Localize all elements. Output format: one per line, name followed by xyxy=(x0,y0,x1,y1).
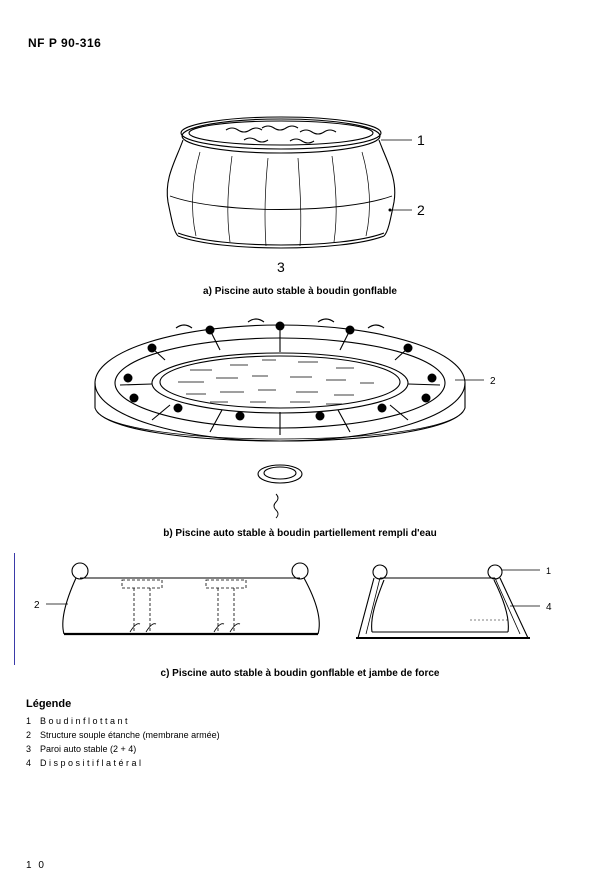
legend-item-text: B o u d i n f l o t t a n t xyxy=(40,716,128,726)
figure-a-callout-3: 3 xyxy=(277,259,285,275)
legend-item-number: 4 xyxy=(26,758,32,768)
figure-a-callout-1: 1 xyxy=(417,132,425,148)
figure-b-ring-attachment-points xyxy=(123,321,437,421)
legend-item-number: 1 xyxy=(26,716,32,726)
legend-title: Légende xyxy=(26,698,72,710)
legend-item: 1 B o u d i n f l o t t a n t xyxy=(26,714,426,728)
revision-margin-bar xyxy=(14,553,15,665)
legend-item: 2 Structure souple étanche (membrane armé… xyxy=(26,728,426,742)
figure-a-inflatable-pool xyxy=(166,116,412,249)
figure-c-callout-1: 1 xyxy=(546,566,551,576)
figure-a-callout-2: 2 xyxy=(417,202,425,218)
figure-c-callout-4: 4 xyxy=(546,602,552,613)
legend-item-text: D i s p o s i t i f l a t é r a l xyxy=(40,758,142,768)
figure-b-callout-2: 2 xyxy=(490,376,496,387)
figure-a-caption: a) Piscine auto stable à boudin gonflabl… xyxy=(203,286,397,297)
page-number: 1 0 xyxy=(26,860,46,871)
document-reference: NF P 90-316 xyxy=(28,36,102,50)
legend-item-text: Structure souple étanche (membrane armée… xyxy=(40,730,220,740)
figure-c-section-right xyxy=(356,564,540,639)
legend-item-number: 2 xyxy=(26,730,32,740)
legend-item-number: 3 xyxy=(26,744,32,754)
legend-item: 3 Paroi auto stable (2 + 4) xyxy=(26,742,426,756)
figure-c-callout-2: 2 xyxy=(34,600,40,611)
figures-drawing: 1 2 3 xyxy=(34,116,552,639)
figure-c-caption: c) Piscine auto stable à boudin gonflabl… xyxy=(160,668,440,679)
figure-c-section-left xyxy=(46,562,320,636)
legend-item-text: Paroi auto stable (2 + 4) xyxy=(40,744,137,754)
legend-item: 4 D i s p o s i t i f l a t é r a l xyxy=(26,756,426,770)
legend: Légende 1 B o u d i n f l o t t a n t 2 St… xyxy=(26,698,426,770)
figure-b-caption: b) Piscine auto stable à boudin partiell… xyxy=(163,528,437,539)
